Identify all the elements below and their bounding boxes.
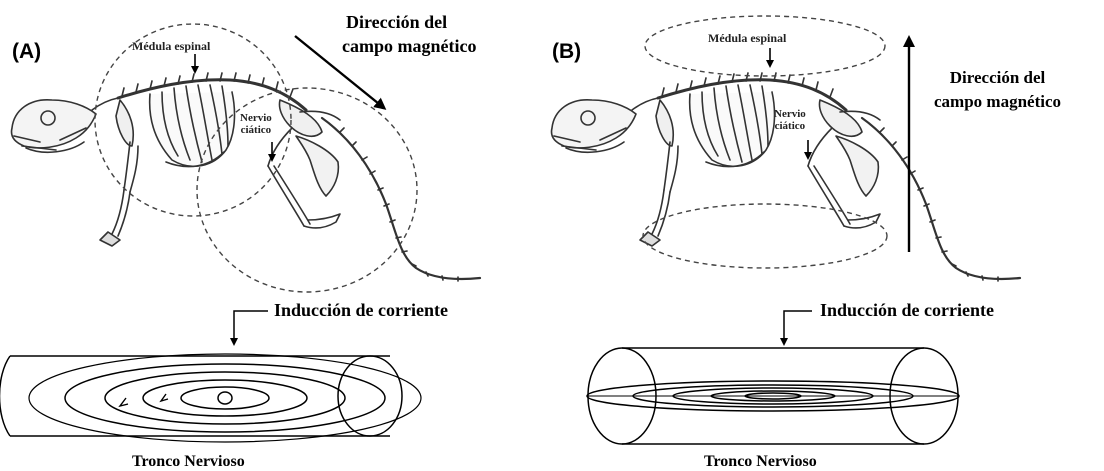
field-direction-b-line2: campo magnético	[934, 90, 1061, 114]
sciatic-nerve-label-b-line1: Nervio	[774, 108, 806, 120]
field-direction-label-a: Dirección del campo magnético	[346, 10, 476, 58]
nerve-trunk-label-b: Tronco Nervioso	[704, 453, 817, 471]
nerve-trunk-label-a: Tronco Nervioso	[132, 453, 245, 471]
sciatic-nerve-label-b: Nervio ciático	[774, 108, 806, 132]
spinal-cord-field-ellipse-b	[645, 16, 885, 76]
spinal-cord-label-b: Médula espinal	[708, 32, 786, 44]
nerve-trunk-cylinder-a	[0, 354, 421, 442]
current-induction-pointer-b	[784, 311, 812, 344]
current-induction-label-a: Inducción de corriente	[274, 300, 448, 321]
current-induction-pointer-a	[234, 311, 268, 344]
sciatic-nerve-label-a-line1: Nervio	[240, 112, 272, 124]
nerve-trunk-cylinder-b	[587, 348, 959, 444]
panel-b-label: (B)	[552, 40, 581, 64]
panel-a-label: (A)	[12, 40, 41, 64]
current-induction-label-b: Inducción de corriente	[820, 300, 994, 321]
sciatic-field-ellipse-b	[643, 204, 887, 268]
spinal-cord-label-a: Médula espinal	[132, 40, 210, 52]
field-direction-a-line1: Dirección del	[346, 10, 476, 34]
field-direction-label-b: Dirección del campo magnético	[934, 66, 1061, 114]
rat-skeleton-a	[12, 73, 481, 281]
sciatic-nerve-label-b-line2: ciático	[774, 120, 806, 132]
field-direction-b-line1: Dirección del	[934, 66, 1061, 90]
sciatic-nerve-label-a-line2: ciático	[240, 124, 272, 136]
panel-a-diagram	[0, 24, 480, 442]
field-direction-a-line2: campo magnético	[342, 34, 476, 58]
sciatic-nerve-label-a: Nervio ciático	[240, 112, 272, 136]
